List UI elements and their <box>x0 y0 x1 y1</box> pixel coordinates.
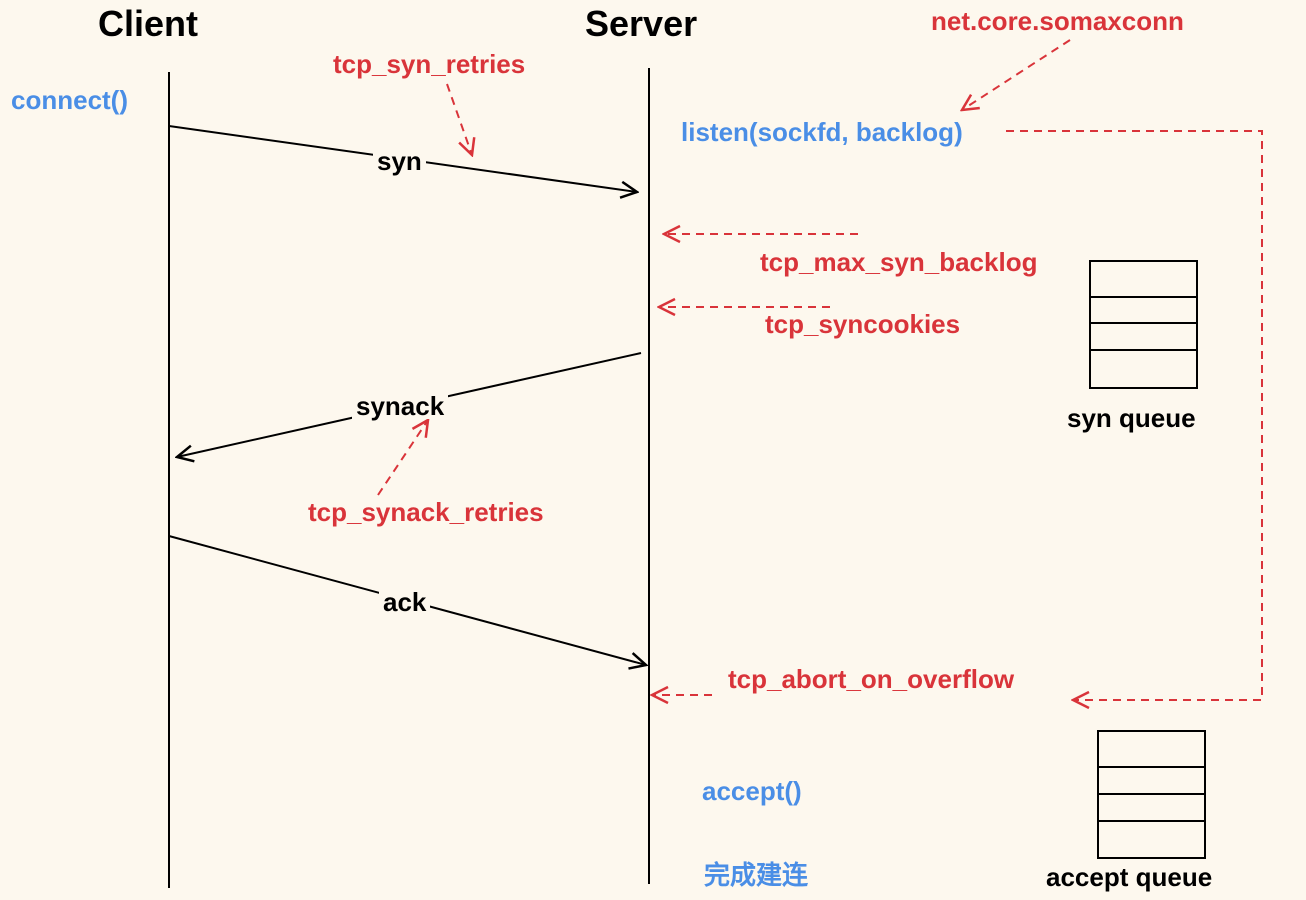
syn-retries-arrow <box>446 83 472 155</box>
client-header: Client <box>98 3 199 44</box>
synack-label: synack <box>352 393 449 419</box>
accept-queue-box <box>1097 730 1206 859</box>
syncookies-param: tcp_syncookies <box>765 309 961 339</box>
listen-call: listen(sockfd, backlog) <box>681 117 963 147</box>
max-syn-backlog-param: tcp_max_syn_backlog <box>760 247 1038 277</box>
accept-call: accept() <box>702 776 802 806</box>
syn-queue-label: syn queue <box>1067 403 1196 433</box>
accept-queue-label: accept queue <box>1046 862 1213 892</box>
abort-on-overflow-param: tcp_abort_on_overflow <box>728 664 1015 694</box>
synack-retries-arrow <box>377 420 428 496</box>
connection-established-label: 完成建连 <box>704 860 809 890</box>
backlog-connector <box>1006 130 1263 700</box>
ack-label: ack <box>379 589 431 615</box>
connect-call: connect() <box>11 85 128 115</box>
somaxconn-arrow <box>962 39 1071 110</box>
server-header: Server <box>585 3 698 44</box>
synack-retries-param: tcp_synack_retries <box>308 497 544 527</box>
syn-retries-param: tcp_syn_retries <box>333 49 526 79</box>
syn-label: syn <box>373 148 426 174</box>
somaxconn-param: net.core.somaxconn <box>931 6 1184 36</box>
syn-queue-box <box>1089 260 1198 389</box>
